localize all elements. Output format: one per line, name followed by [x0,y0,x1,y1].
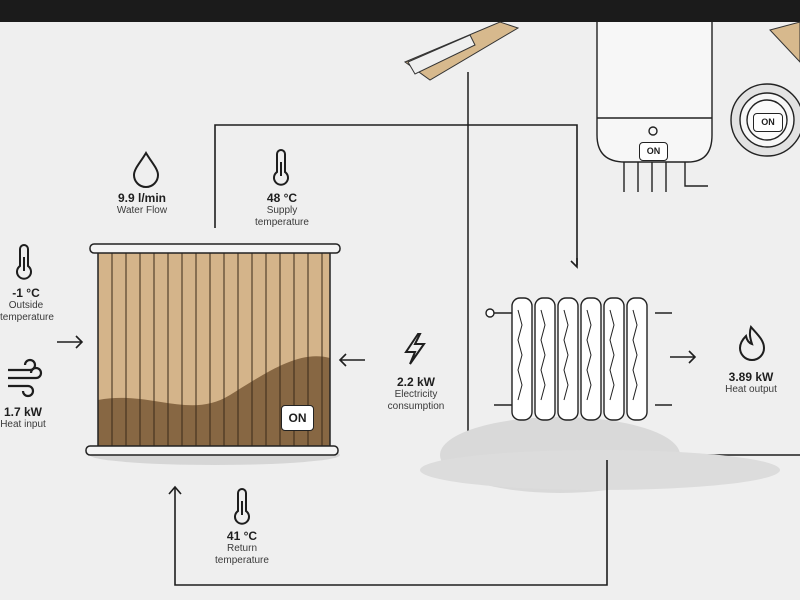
screen-top-bezel [0,0,800,22]
thermostat-status-badge[interactable]: ON [753,113,783,132]
return-temperature-metric: 41 °C Return temperature [202,529,282,567]
heat-output-metric: 3.89 kW Heat output [712,370,790,396]
thermometer-icon [16,244,32,280]
water-drop-icon [132,151,160,188]
house-floor-shadow [420,450,780,490]
supply-temperature-metric: 48 °C Supply temperature [242,191,322,229]
electricity-consumption-label-line1: Electricity [394,389,438,400]
thermometer-icon [273,149,289,186]
outside-temperature-label-line2: temperature [0,312,54,323]
outside-temperature-label-line1: Outside [8,300,44,311]
heat-input-label: Heat input [0,419,46,430]
return-temperature-value: 41 °C [226,529,258,543]
electricity-consumption-metric: 2.2 kW Electricity consumption [376,375,456,413]
thermometer-icon [234,488,250,525]
lightning-icon [404,333,426,365]
water-flow-label: Water Flow [116,205,168,216]
water-flow-metric: 9.9 l/min Water Flow [100,191,184,217]
supply-temperature-label-line1: Supply [266,205,298,216]
wind-icon [8,358,43,398]
outside-temperature-metric: -1 °C Outside temperature [0,286,54,324]
heat-input-value: 1.7 kW [3,405,42,419]
heat-output-label: Heat output [725,384,777,395]
heat-output-value: 3.89 kW [728,370,774,384]
flow-arrows [57,335,697,367]
boiler [596,22,713,192]
heat-pump-status-badge[interactable]: ON [281,405,314,431]
electricity-consumption-value: 2.2 kW [396,375,435,389]
thermostat-status-text: ON [761,117,775,127]
electricity-consumption-label-line2: consumption [387,401,445,412]
heat-input-metric: 1.7 kW Heat input [0,405,46,431]
boiler-status-badge[interactable]: ON [639,142,668,161]
supply-temperature-value: 48 °C [266,191,298,205]
supply-temperature-label-line2: temperature [255,217,309,228]
return-temperature-label-line2: temperature [215,555,269,566]
heat-pump-status-text: ON [288,411,307,425]
flame-icon [738,325,766,361]
radiator [485,297,672,421]
return-temperature-label-line1: Return [226,543,257,554]
water-flow-value: 9.9 l/min [117,191,167,205]
pipes [168,124,608,586]
outside-temperature-value: -1 °C [12,286,40,300]
boiler-status-text: ON [646,146,661,156]
roof-graphic [403,21,800,81]
